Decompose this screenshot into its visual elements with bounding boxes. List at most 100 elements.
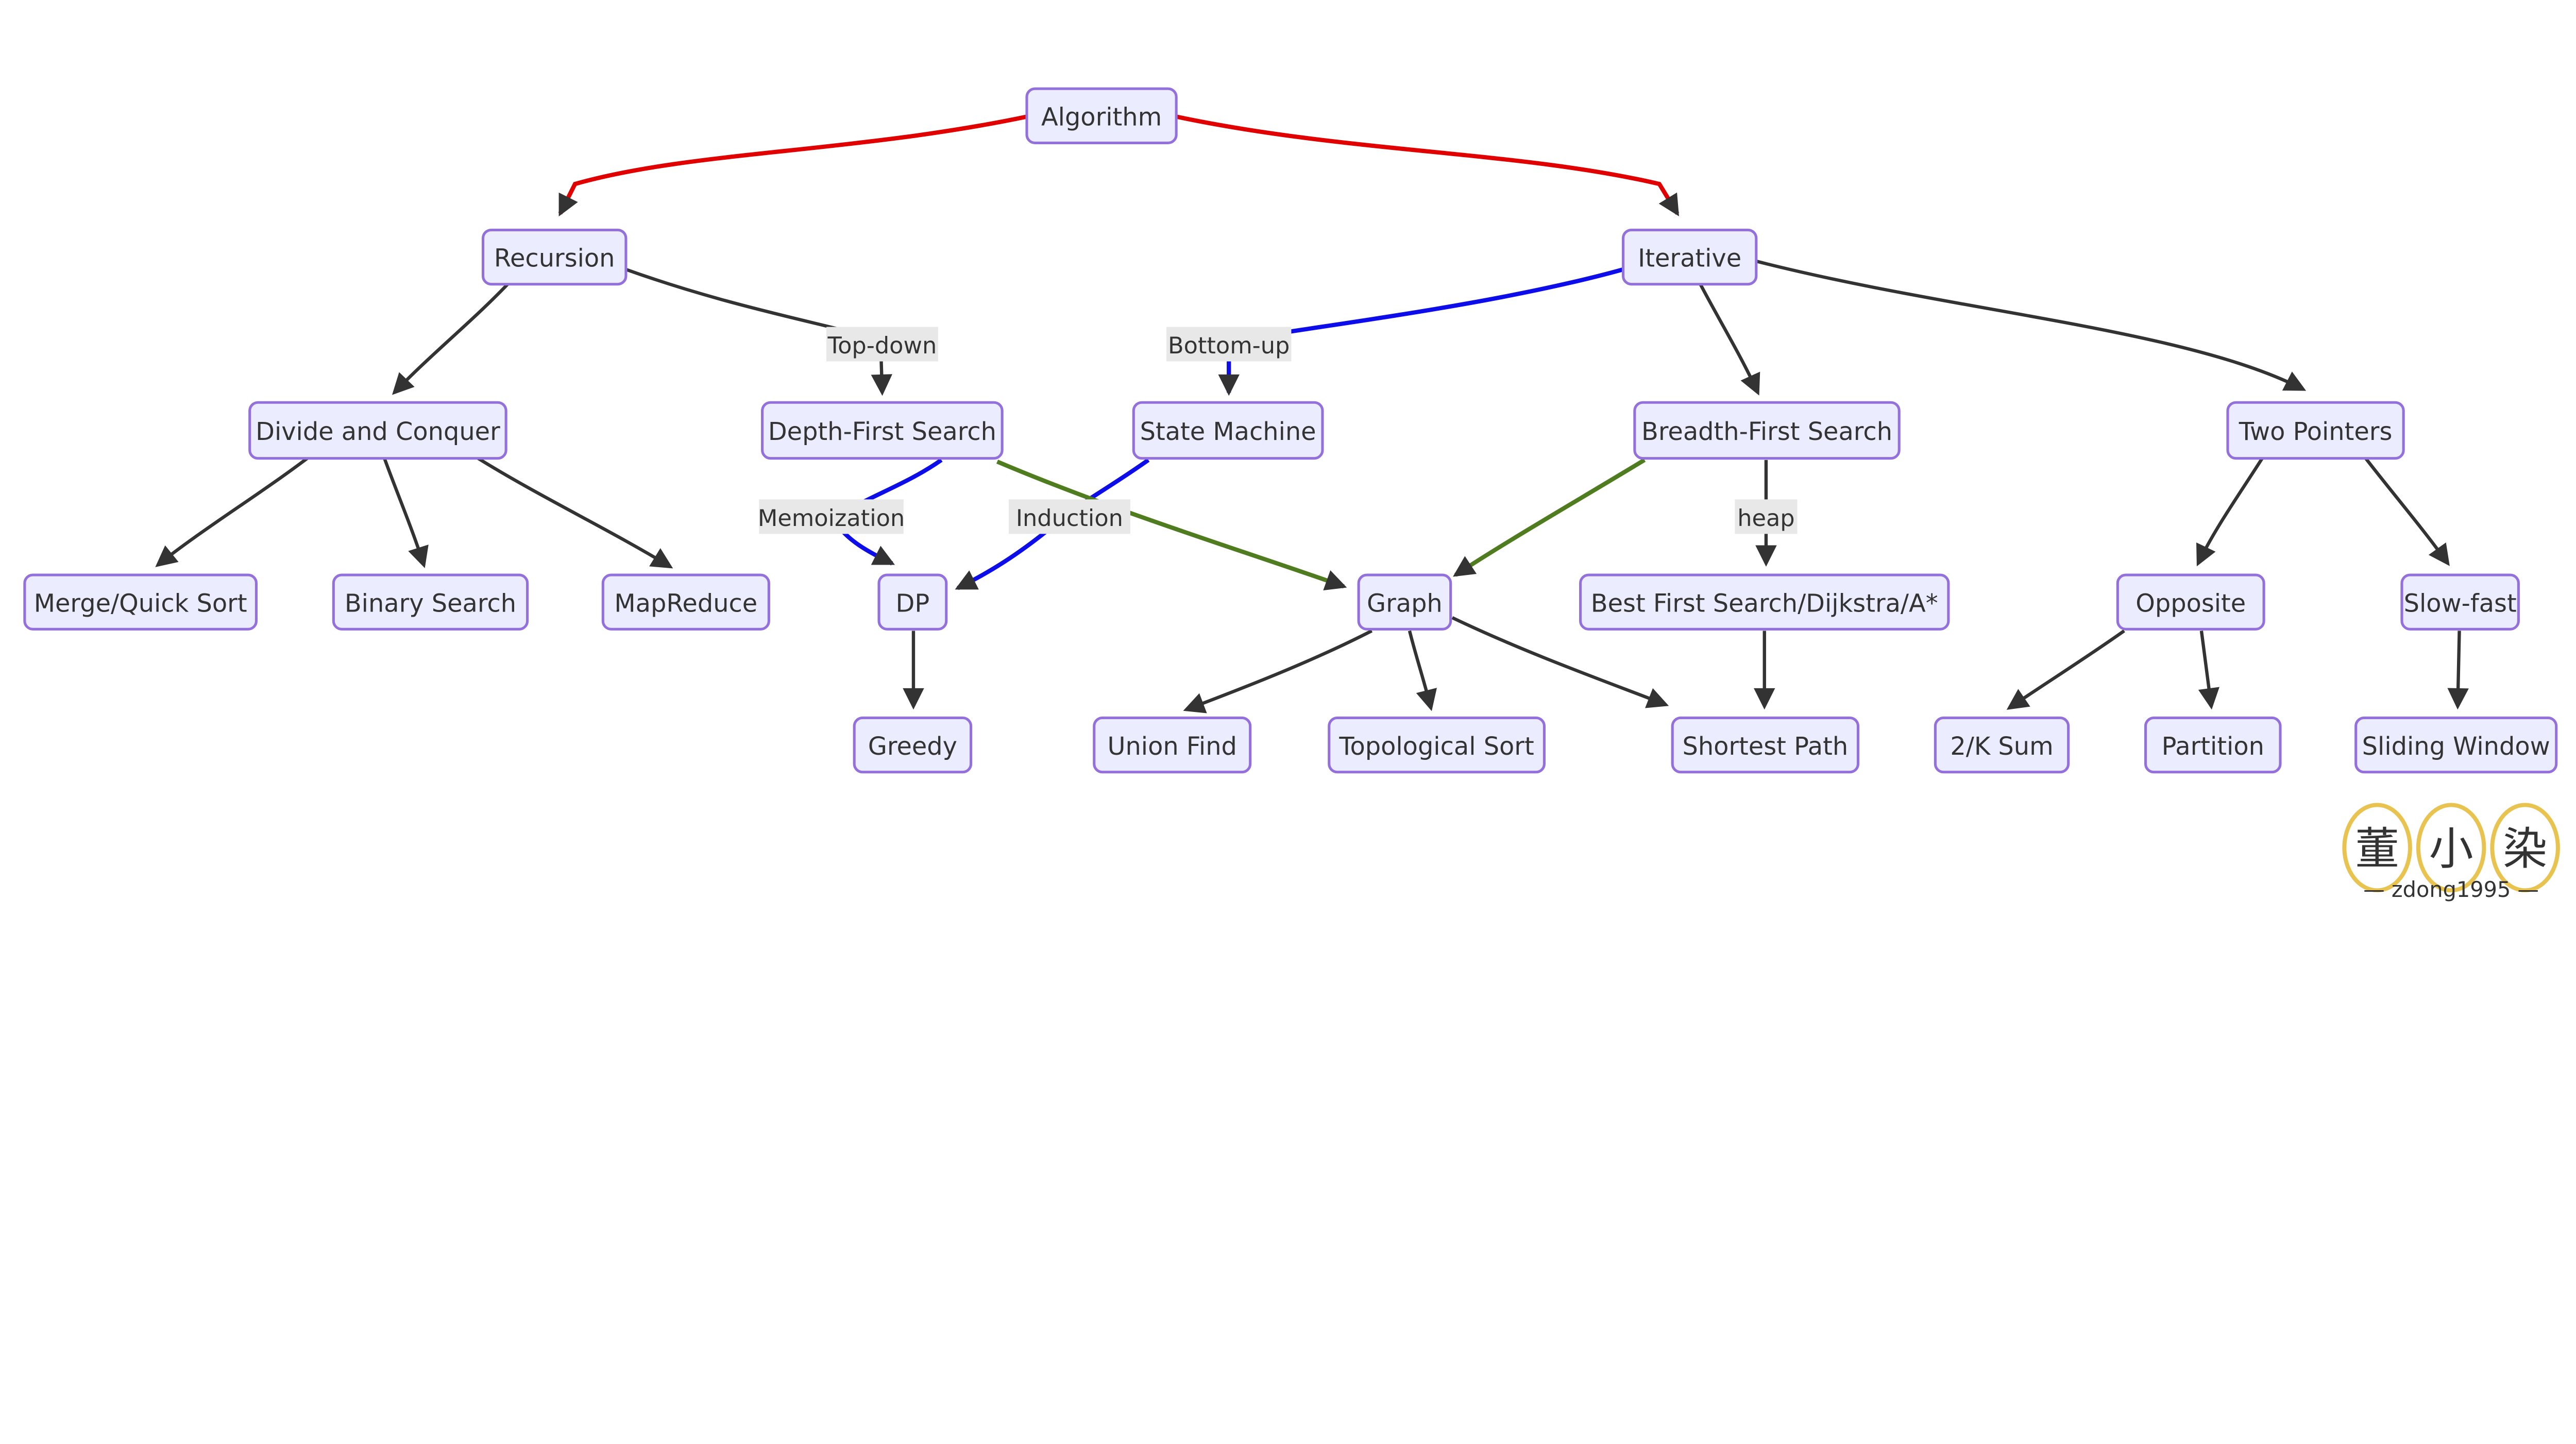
node-2k-sum: 2/K Sum bbox=[1934, 716, 2070, 774]
edge-two-pointers-to-opposite bbox=[2196, 457, 2264, 567]
edge-label-bg-top-down bbox=[826, 327, 938, 362]
node-best-first: Best First Search/Dijkstra/A* bbox=[1579, 573, 1950, 631]
edge-divide-conquer-to-binary-search bbox=[383, 457, 429, 568]
edge-slow-fast-to-sliding-window bbox=[2447, 631, 2469, 710]
node-divide-conquer: Divide and Conquer bbox=[248, 401, 507, 460]
node-label-mapreduce: MapReduce bbox=[614, 589, 757, 618]
node-label-union-find: Union Find bbox=[1107, 733, 1236, 761]
edge-graph-to-union-find bbox=[1183, 629, 1373, 713]
seal-ring-icon bbox=[2342, 803, 2412, 893]
node-box-partition bbox=[2144, 716, 2282, 774]
node-sliding-window: Sliding Window bbox=[2354, 716, 2558, 774]
node-union-find: Union Find bbox=[1093, 716, 1252, 774]
edge-graph-to-shortest-path bbox=[1451, 616, 1669, 708]
edge-label-bottom-up: Bottom-up bbox=[1166, 327, 1292, 362]
node-box-recursion bbox=[481, 228, 628, 286]
node-binary-search: Binary Search bbox=[332, 573, 529, 631]
node-label-partition: Partition bbox=[2162, 733, 2264, 761]
edge-opposite-to-partition bbox=[2198, 631, 2219, 710]
node-label-merge-quick: Merge/Quick Sort bbox=[34, 589, 247, 618]
node-two-pointers: Two Pointers bbox=[2226, 401, 2405, 460]
edge-divide-conquer-to-merge-quick bbox=[155, 457, 309, 567]
node-label-dfs: Depth-First Search bbox=[768, 418, 996, 446]
seal-character: 小 bbox=[2429, 824, 2473, 875]
node-label-iterative: Iterative bbox=[1638, 245, 1741, 273]
node-merge-quick: Merge/Quick Sort bbox=[23, 573, 258, 631]
node-dp: DP bbox=[877, 573, 948, 631]
node-label-shortest-path: Shortest Path bbox=[1682, 733, 1848, 761]
edge-two-pointers-to-slow-fast bbox=[2364, 457, 2450, 566]
node-topo-sort: Topological Sort bbox=[1328, 716, 1546, 774]
edge-recursion-to-divide-conquer bbox=[392, 283, 509, 395]
node-box-greedy bbox=[853, 716, 973, 774]
node-mapreduce: MapReduce bbox=[601, 573, 770, 631]
edge-bfs-to-graph bbox=[1453, 458, 1646, 577]
node-box-2k-sum bbox=[1934, 716, 2070, 774]
node-box-best-first bbox=[1579, 573, 1950, 631]
watermark-logo: 董小染— zdong1995 — bbox=[2342, 803, 2560, 902]
node-label-best-first: Best First Search/Dijkstra/A* bbox=[1591, 589, 1938, 618]
node-box-divide-conquer bbox=[248, 401, 507, 460]
node-label-two-pointers: Two Pointers bbox=[2239, 418, 2393, 446]
node-box-union-find bbox=[1093, 716, 1252, 774]
node-label-bfs: Breadth-First Search bbox=[1641, 418, 1892, 446]
node-box-dfs bbox=[761, 401, 1004, 460]
node-box-slow-fast bbox=[2400, 573, 2520, 631]
node-label-opposite: Opposite bbox=[2136, 589, 2246, 618]
node-box-opposite bbox=[2116, 573, 2265, 631]
edge-label-top-down: Top-down bbox=[826, 327, 938, 362]
edge-label-bg-induction bbox=[1008, 499, 1130, 534]
seal-ring-icon bbox=[2490, 803, 2560, 893]
node-label-dp: DP bbox=[896, 589, 930, 618]
edge-dfs-to-graph bbox=[996, 460, 1347, 591]
edge-divide-conquer-to-mapreduce bbox=[477, 456, 673, 569]
node-box-algorithm bbox=[1025, 87, 1178, 144]
edge-label-text-top-down: Top-down bbox=[827, 332, 937, 359]
node-shortest-path: Shortest Path bbox=[1671, 716, 1860, 774]
node-label-binary-search: Binary Search bbox=[345, 589, 516, 618]
node-box-merge-quick bbox=[23, 573, 258, 631]
edge-label-text-memoization: Memoization bbox=[758, 505, 905, 532]
edge-label-induction: Induction bbox=[1008, 499, 1130, 534]
seal-ring-icon bbox=[2416, 803, 2486, 893]
edge-algorithm-to-iterative bbox=[1176, 114, 1680, 216]
node-label-greedy: Greedy bbox=[868, 733, 957, 761]
node-label-topo-sort: Topological Sort bbox=[1338, 733, 1534, 761]
edge-iterative-to-two-pointers bbox=[1756, 259, 2307, 391]
edge-label-bg-heap bbox=[1735, 499, 1798, 534]
node-bfs: Breadth-First Search bbox=[1633, 401, 1901, 460]
node-greedy: Greedy bbox=[853, 716, 973, 774]
node-label-algorithm: Algorithm bbox=[1041, 103, 1162, 131]
edge-label-text-bottom-up: Bottom-up bbox=[1168, 332, 1290, 359]
seal-character: 染 bbox=[2503, 824, 2547, 875]
edge-label-text-induction: Induction bbox=[1016, 505, 1123, 532]
node-box-two-pointers bbox=[2226, 401, 2405, 460]
node-slow-fast: Slow-fast bbox=[2400, 573, 2520, 631]
node-label-2k-sum: 2/K Sum bbox=[1950, 733, 2053, 761]
node-label-state-machine: State Machine bbox=[1140, 418, 1316, 446]
edge-label-heap: heap bbox=[1735, 499, 1798, 534]
node-box-state-machine bbox=[1132, 401, 1324, 460]
node-state-machine: State Machine bbox=[1132, 401, 1324, 460]
node-label-recursion: Recursion bbox=[494, 245, 615, 273]
node-label-graph: Graph bbox=[1367, 589, 1443, 618]
edge-label-memoization: Memoization bbox=[758, 499, 905, 534]
node-label-slow-fast: Slow-fast bbox=[2404, 589, 2517, 618]
edge-label-text-heap: heap bbox=[1737, 505, 1794, 532]
node-dfs: Depth-First Search bbox=[761, 401, 1004, 460]
edge-iterative-to-bfs bbox=[1699, 283, 1760, 396]
edge-opposite-to-2k-sum bbox=[2006, 629, 2125, 710]
node-opposite: Opposite bbox=[2116, 573, 2265, 631]
node-algorithm: Algorithm bbox=[1025, 87, 1178, 144]
node-box-mapreduce bbox=[601, 573, 770, 631]
node-label-sliding-window: Sliding Window bbox=[2362, 733, 2550, 761]
node-graph: Graph bbox=[1357, 573, 1452, 631]
node-box-shortest-path bbox=[1671, 716, 1860, 774]
node-box-binary-search bbox=[332, 573, 529, 631]
node-iterative: Iterative bbox=[1621, 228, 1758, 286]
seal-character: 董 bbox=[2355, 824, 2399, 875]
